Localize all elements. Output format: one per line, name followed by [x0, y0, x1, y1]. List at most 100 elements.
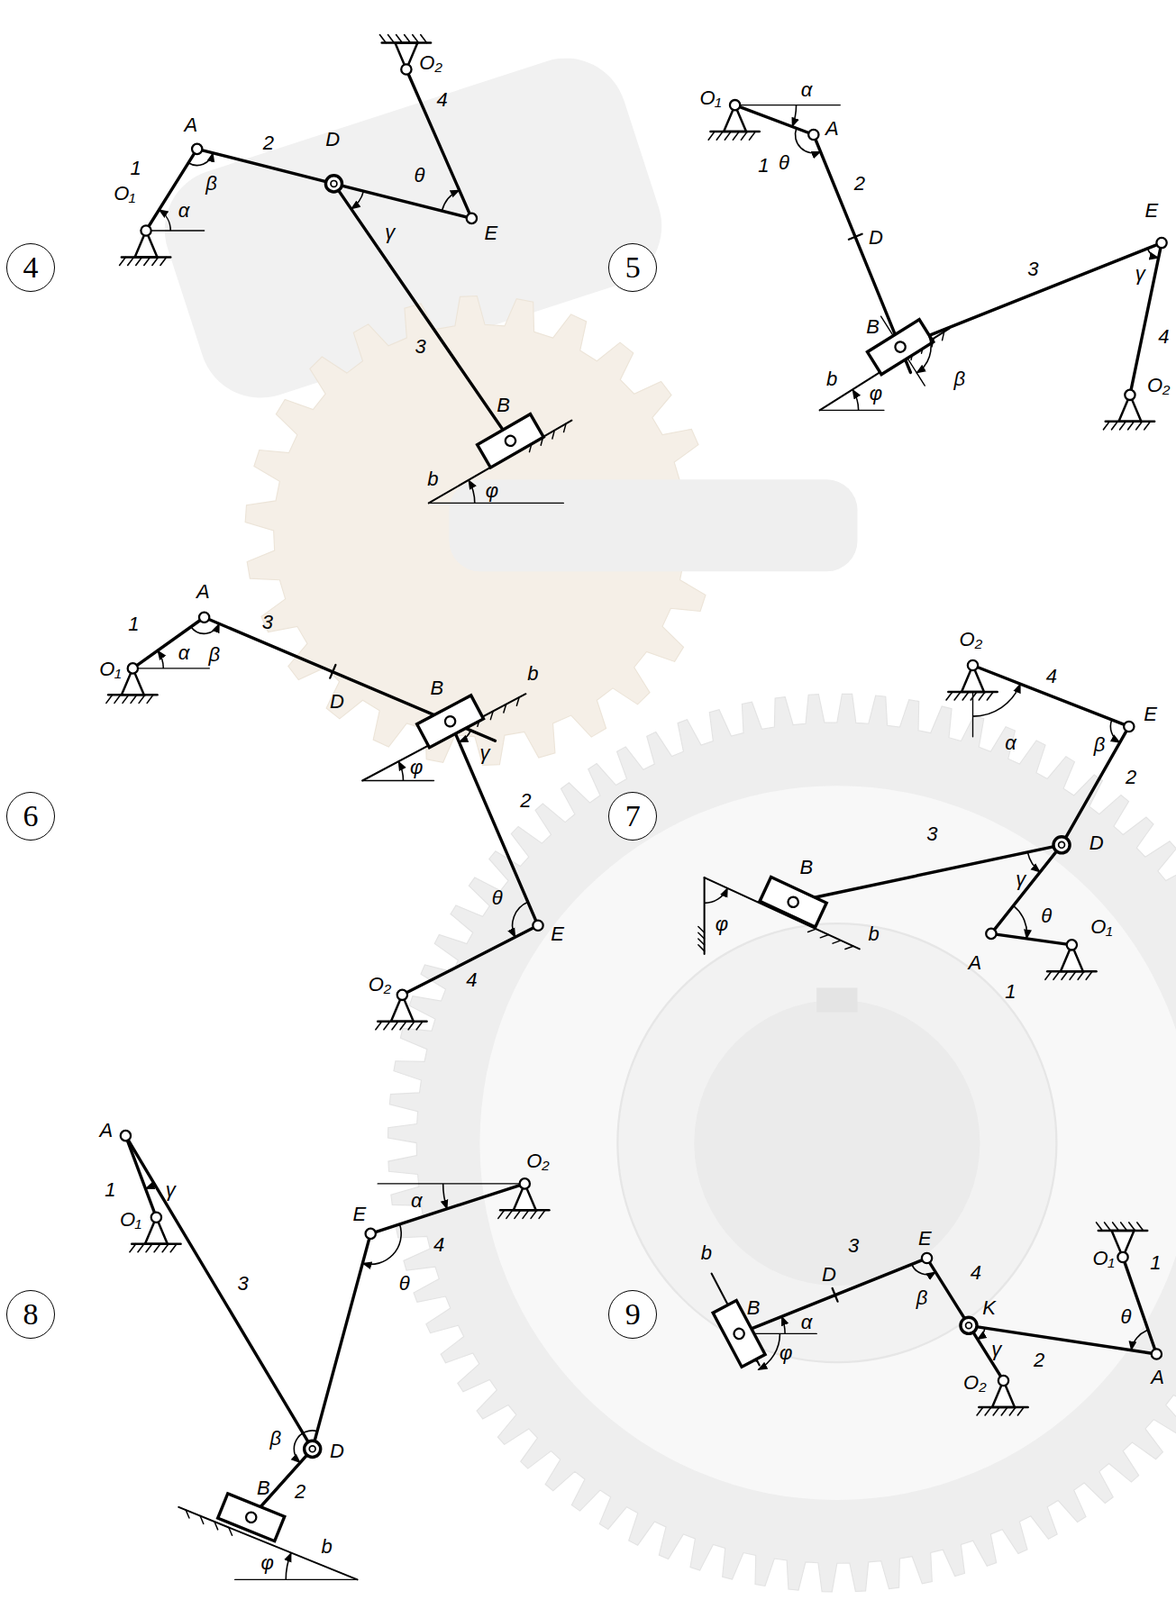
pin-joint: [140, 225, 151, 236]
ground-line: [978, 1406, 1028, 1409]
ground-hatch: [408, 1021, 415, 1031]
ground-hatch: [375, 1021, 383, 1031]
pin-joint: [120, 1130, 131, 1141]
mechanism-label: γ: [384, 222, 395, 243]
pin-joint: [1156, 237, 1167, 248]
link-bar: [370, 1184, 525, 1235]
ground-hatch: [506, 1210, 513, 1219]
ground-hatch: [1077, 971, 1085, 980]
mechanism-label: A: [196, 582, 210, 602]
pin-joint: [532, 920, 543, 931]
ground-hatch: [1045, 971, 1052, 980]
angle-arc: [145, 1186, 156, 1189]
angle-arc: [398, 761, 403, 781]
link-bar: [1130, 243, 1162, 396]
gear-hub: [617, 923, 1057, 1363]
mechanism-label: φ: [715, 914, 729, 935]
pin-joint: [503, 434, 518, 448]
ground-hatch: [724, 131, 731, 140]
mechanism-label: α: [801, 1312, 813, 1333]
guide-hatch: [214, 1522, 219, 1531]
mechanism-label: b: [320, 1537, 332, 1558]
mechanism-label: γ: [1015, 869, 1026, 890]
ground-hatch: [114, 694, 121, 703]
ground-line: [108, 693, 157, 696]
key-slot: [816, 987, 857, 1012]
mechanism-label: 4: [970, 1263, 982, 1284]
pin-joint: [1066, 939, 1077, 950]
link-bar: [1061, 726, 1130, 845]
guide-hatch: [228, 1527, 233, 1536]
ground-hatch: [1104, 1222, 1112, 1231]
angle-arc: [1110, 720, 1120, 743]
mechanism-label: E: [918, 1229, 932, 1249]
pin-joint: [808, 129, 819, 140]
pin-joint: [731, 1327, 746, 1341]
pin-joint: [191, 144, 202, 155]
angle-arc: [458, 730, 471, 743]
ground-hatch: [152, 256, 159, 265]
pin-joint: [967, 660, 978, 671]
mechanism-label: β: [209, 645, 221, 666]
ground-hatch: [498, 1210, 505, 1219]
guide-line: [362, 693, 526, 781]
guide-hatch: [698, 926, 705, 933]
ground-line: [121, 255, 171, 258]
mechanism-label: θ: [492, 888, 503, 909]
guide-hatch: [698, 932, 705, 939]
ground-hatch: [420, 35, 428, 44]
angle-arc: [1027, 852, 1040, 873]
mechanism-label: A: [183, 115, 198, 136]
mechanism-label: α: [410, 1191, 423, 1212]
angle-arc: [293, 1431, 318, 1464]
mechanism-label: 2: [294, 1482, 306, 1503]
mechanism-label: α: [1004, 733, 1017, 754]
mechanism-label: A: [1150, 1367, 1165, 1388]
mechanism-label: B: [256, 1478, 271, 1499]
ground-line: [1098, 1230, 1148, 1232]
mechanism-label: O₁: [99, 659, 121, 680]
angle-arc: [1130, 1330, 1149, 1350]
guide-hatch: [200, 1516, 204, 1525]
mechanism-label: 1: [1149, 1253, 1161, 1274]
guide-line: [703, 877, 706, 955]
mechanism-label: 1: [127, 614, 139, 635]
pin-joint: [1124, 390, 1135, 401]
figure-number: 8: [22, 1299, 38, 1331]
link-bar: [132, 617, 204, 669]
mechanism-label: γ: [1135, 264, 1146, 284]
pin-joint: [729, 100, 740, 110]
angle-arc: [362, 1224, 402, 1266]
reference-line: [735, 104, 841, 106]
mechanism-label: O₁: [1093, 1248, 1115, 1269]
ground-hatch: [1112, 1222, 1120, 1231]
figure-number: 4: [22, 252, 38, 283]
guide-hatch: [942, 331, 945, 340]
angle-arc: [443, 1184, 447, 1210]
mechanism-label: A: [825, 118, 839, 139]
mechanism-label: β: [205, 173, 218, 194]
link-bar: [197, 148, 335, 184]
angle-arc: [977, 1328, 985, 1341]
gear-web: [479, 785, 1176, 1501]
mechanism-label: K: [982, 1298, 996, 1319]
guide-hatch: [698, 938, 705, 946]
ground-hatch: [1069, 971, 1076, 980]
mechanism-label: 2: [1125, 767, 1137, 788]
ground-hatch: [396, 35, 403, 44]
pin-joint: [998, 1376, 1009, 1386]
ground-hatch: [1128, 421, 1135, 430]
mechanism-label: D: [329, 692, 345, 712]
mechanism-label: β: [916, 1288, 929, 1309]
angle-arc: [916, 336, 931, 374]
reference-line: [235, 1579, 358, 1581]
guide-hatch: [185, 1510, 190, 1519]
slider-block: [477, 414, 545, 468]
ground-hatch: [522, 1210, 529, 1219]
ground-hatch: [530, 1210, 538, 1219]
mechanism-label: O₁: [1090, 917, 1113, 938]
mechanism-label: B: [496, 395, 511, 416]
mechanism-label: φ: [779, 1343, 793, 1364]
mechanism-label: D: [821, 1265, 837, 1286]
ground-hatch: [1085, 971, 1093, 980]
